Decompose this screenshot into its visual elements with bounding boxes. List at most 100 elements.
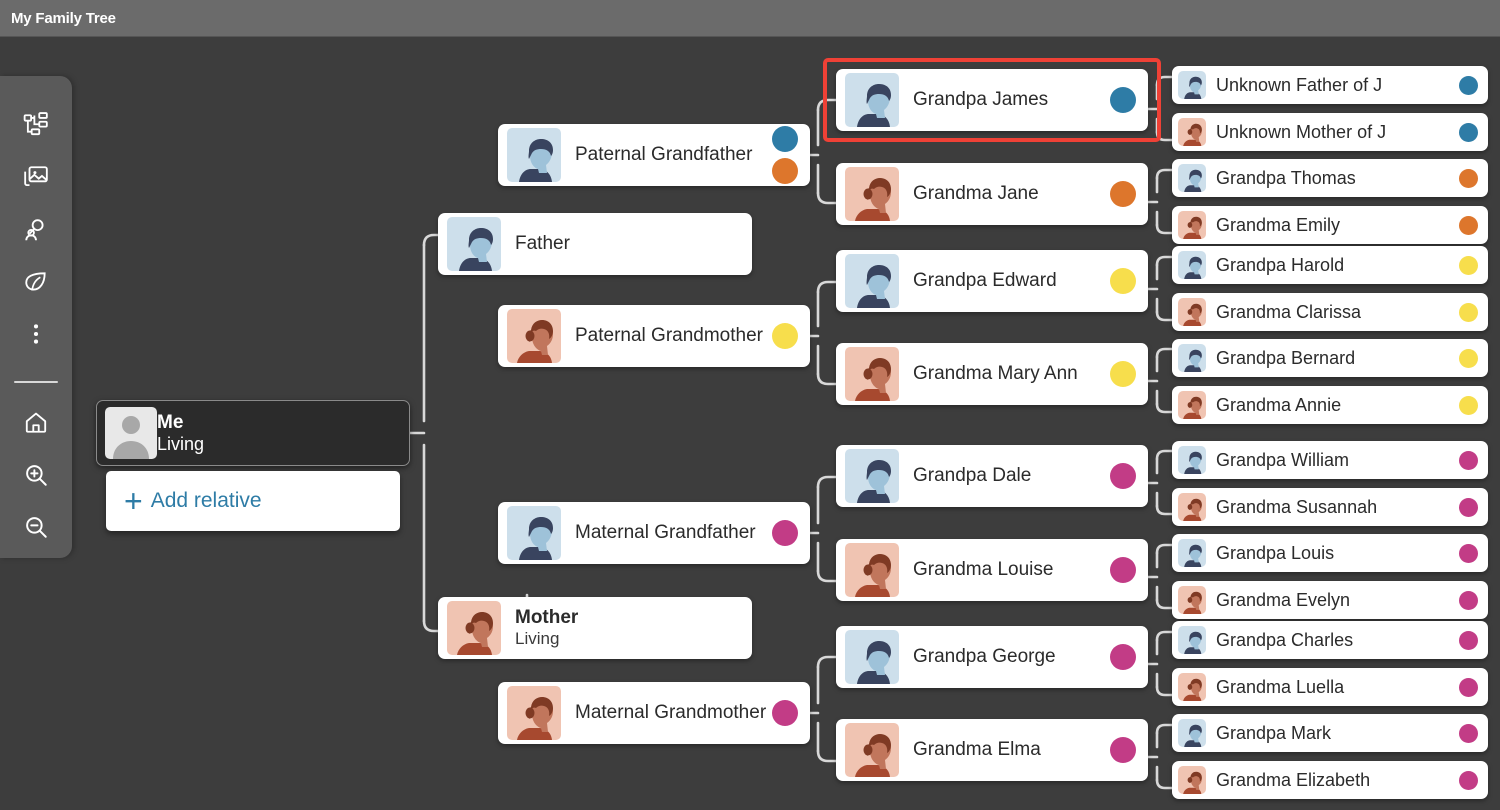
dna-match-dot xyxy=(1459,723,1478,743)
person-card-me[interactable]: Me Living xyxy=(96,400,410,466)
person-name: Grandpa Edward xyxy=(913,270,1057,292)
person-name: Maternal Grandmother xyxy=(575,702,767,724)
person-card-grandpa-mark[interactable]: Grandpa Mark xyxy=(1172,714,1488,752)
dna-match-dots xyxy=(1459,122,1478,142)
person-card-grandpa-dale[interactable]: Grandpa Dale xyxy=(836,445,1148,507)
avatar-male xyxy=(1178,719,1206,747)
avatar-male xyxy=(1178,344,1206,372)
person-card-grandma-mary-ann[interactable]: Grandma Mary Ann xyxy=(836,343,1148,405)
person-card-father[interactable]: Father xyxy=(438,213,752,275)
person-name: Grandpa Dale xyxy=(913,465,1032,487)
zoom-in-icon[interactable] xyxy=(14,454,58,496)
home-icon[interactable] xyxy=(14,401,58,443)
person-card-grandpa-harold[interactable]: Grandpa Harold xyxy=(1172,246,1488,284)
person-name: Grandma Evelyn xyxy=(1216,589,1351,610)
person-name: Grandpa James xyxy=(913,89,1049,111)
dna-match-dot xyxy=(1459,677,1478,697)
dna-match-dots xyxy=(1459,395,1478,415)
person-card-grandma-elizabeth[interactable]: Grandma Elizabeth xyxy=(1172,761,1488,799)
person-card-grandma-louise[interactable]: Grandma Louise xyxy=(836,539,1148,601)
person-card-grandpa-william[interactable]: Grandpa William xyxy=(1172,441,1488,479)
person-card-grandma-clarissa[interactable]: Grandma Clarissa xyxy=(1172,293,1488,331)
person-name: Paternal Grandmother xyxy=(575,325,763,347)
person-name: Me xyxy=(157,411,184,433)
dna-match-dot xyxy=(1110,268,1136,294)
person-card-maternal-grandfather[interactable]: Maternal Grandfather xyxy=(498,502,810,564)
person-card-grandma-evelyn[interactable]: Grandma Evelyn xyxy=(1172,581,1488,619)
dna-match-dots xyxy=(772,126,798,184)
dna-match-dots xyxy=(1459,302,1478,322)
person-card-unknown-father-of-j[interactable]: Unknown Father of J xyxy=(1172,66,1488,104)
person-card-grandma-jane[interactable]: Grandma Jane xyxy=(836,163,1148,225)
person-card-maternal-grandmother[interactable]: Maternal Grandmother xyxy=(498,682,810,744)
avatar-female xyxy=(1178,673,1206,701)
person-search-icon[interactable] xyxy=(14,209,58,251)
person-card-grandpa-bernard[interactable]: Grandpa Bernard xyxy=(1172,339,1488,377)
dna-match-dot xyxy=(1459,168,1478,188)
leaf-hints-icon[interactable] xyxy=(14,261,58,303)
avatar-male xyxy=(507,128,561,182)
person-name: Grandpa Thomas xyxy=(1216,167,1356,188)
person-card-grandma-luella[interactable]: Grandma Luella xyxy=(1172,668,1488,706)
person-card-grandma-emily[interactable]: Grandma Emily xyxy=(1172,206,1488,244)
avatar-female xyxy=(1178,391,1206,419)
dna-match-dot xyxy=(772,520,798,546)
person-name: Grandma Jane xyxy=(913,183,1039,205)
dna-match-dot xyxy=(772,323,798,349)
dna-match-dots xyxy=(1459,255,1478,275)
dna-match-dot xyxy=(1459,122,1478,142)
zoom-out-icon[interactable] xyxy=(14,506,58,548)
person-card-grandpa-thomas[interactable]: Grandpa Thomas xyxy=(1172,159,1488,197)
dna-match-dot xyxy=(1459,497,1478,517)
person-card-grandpa-charles[interactable]: Grandpa Charles xyxy=(1172,621,1488,659)
person-name: Grandpa Harold xyxy=(1216,254,1345,275)
dna-match-dot xyxy=(1110,737,1136,763)
person-name: Unknown Father of J xyxy=(1216,74,1383,95)
person-card-mother[interactable]: Mother Living xyxy=(438,597,752,659)
avatar-female xyxy=(1178,766,1206,794)
toolbar-divider xyxy=(14,381,58,384)
person-name: Grandpa Bernard xyxy=(1216,347,1356,368)
person-name: Grandpa Louis xyxy=(1216,542,1335,563)
person-card-grandpa-edward[interactable]: Grandpa Edward xyxy=(836,250,1148,312)
dna-match-dots xyxy=(1459,677,1478,697)
avatar-female xyxy=(1178,118,1206,146)
person-name: Grandpa Charles xyxy=(1216,629,1354,650)
dna-match-dot xyxy=(1459,348,1478,368)
person-name: Unknown Mother of J xyxy=(1216,121,1387,142)
dna-match-dots xyxy=(772,700,798,726)
person-card-grandpa-james[interactable]: Grandpa James xyxy=(836,69,1148,131)
add-relative-button[interactable]: + Add relative xyxy=(106,471,400,531)
avatar-male xyxy=(845,449,899,503)
person-card-grandma-elma[interactable]: Grandma Elma xyxy=(836,719,1148,781)
avatar-male xyxy=(507,506,561,560)
person-card-grandma-susannah[interactable]: Grandma Susannah xyxy=(1172,488,1488,526)
tree-canvas[interactable]: Me Living + Add relative Father Mother L… xyxy=(0,37,1500,810)
dna-match-dots xyxy=(1110,361,1136,387)
person-card-paternal-grandmother[interactable]: Paternal Grandmother xyxy=(498,305,810,367)
dna-match-dot xyxy=(1459,630,1478,650)
more-options-icon[interactable] xyxy=(14,313,58,355)
dna-match-dots xyxy=(1459,723,1478,743)
person-name: Grandma Annie xyxy=(1216,394,1342,415)
person-name: Maternal Grandfather xyxy=(575,522,756,544)
avatar-female xyxy=(845,347,899,401)
person-names-me: Me Living xyxy=(157,412,397,455)
person-card-grandpa-louis[interactable]: Grandpa Louis xyxy=(1172,534,1488,572)
dna-match-dots xyxy=(1459,590,1478,610)
dna-match-dot xyxy=(1459,395,1478,415)
person-name: Grandma Mary Ann xyxy=(913,363,1078,385)
photos-icon[interactable] xyxy=(14,156,58,198)
window-title: My Family Tree xyxy=(11,9,116,27)
dna-match-dots xyxy=(1110,557,1136,583)
person-card-grandma-annie[interactable]: Grandma Annie xyxy=(1172,386,1488,424)
person-card-unknown-mother-of-j[interactable]: Unknown Mother of J xyxy=(1172,113,1488,151)
person-card-paternal-grandfather[interactable]: Paternal Grandfather xyxy=(498,124,810,186)
avatar-female xyxy=(507,686,561,740)
person-name: Paternal Grandfather xyxy=(575,144,753,166)
dna-match-dot xyxy=(1459,770,1478,790)
person-card-grandpa-george[interactable]: Grandpa George xyxy=(836,626,1148,688)
dna-match-dots xyxy=(772,323,798,349)
tree-view-icon[interactable] xyxy=(14,104,58,146)
dna-match-dots xyxy=(1459,348,1478,368)
